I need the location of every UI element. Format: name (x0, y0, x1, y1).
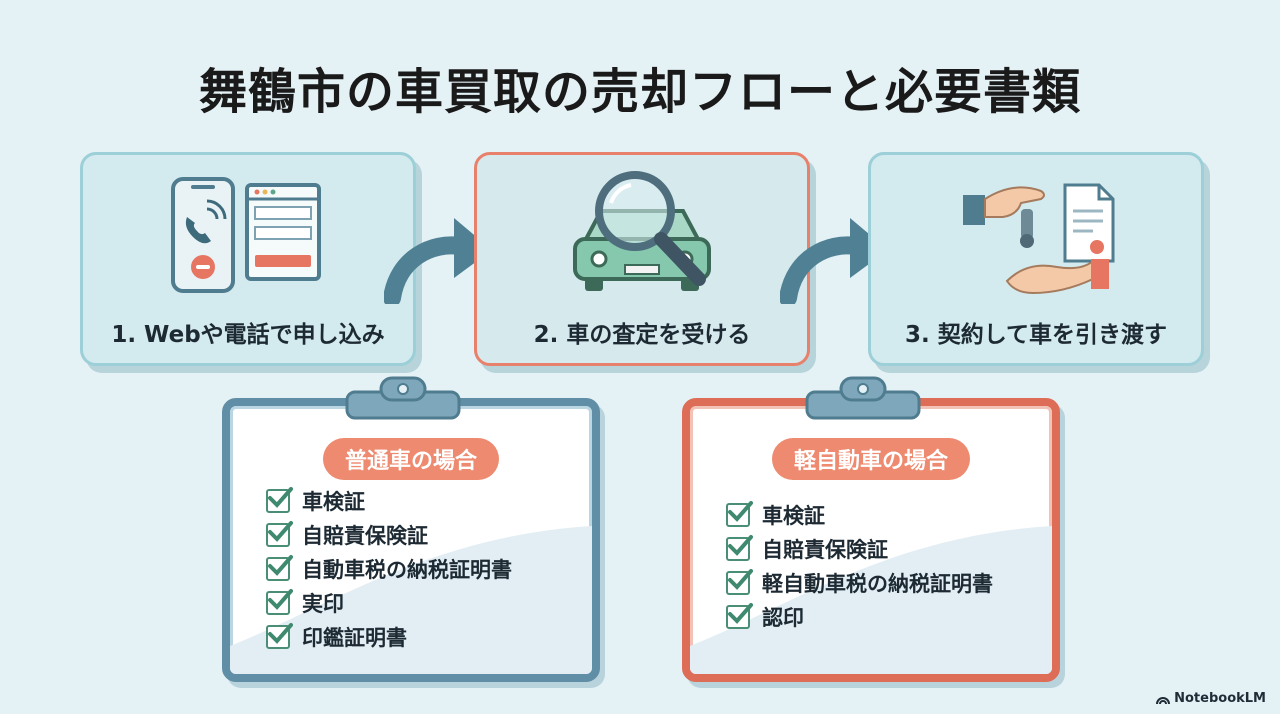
list-item: 自賠責保険証 (726, 532, 993, 566)
list-item: 自動車税の納税証明書 (266, 552, 512, 586)
list-item: 印鑑証明書 (266, 620, 512, 654)
list-item: 認印 (726, 600, 993, 634)
notebooklm-watermark: NotebookLM (1156, 691, 1266, 706)
key-handover-contract-icon (963, 183, 1115, 295)
step-card-3: 3. 契約して車を引き渡す (868, 152, 1204, 366)
checklist-board-kei-car: 軽自動車の場合 車検証 自賠責保険証 軽自動車税の納税証明書 認印 (682, 398, 1060, 682)
list-item-text: 自賠責保険証 (762, 538, 888, 562)
flow-arrow-icon (384, 218, 492, 304)
clipboard-clip-icon (805, 376, 921, 420)
car-inspection-magnifier-icon (573, 171, 711, 291)
notebooklm-logo-icon (1156, 696, 1171, 704)
board-wave-decoration (690, 526, 1052, 674)
phone-and-web-form-icon (171, 177, 321, 293)
board-heading-kei-car: 軽自動車の場合 (771, 438, 971, 480)
page-title: 舞鶴市の車買取の売却フローと必要書類 (198, 64, 1081, 120)
step-card-2: 2. 車の査定を受ける (474, 152, 810, 366)
board-wave-decoration (230, 526, 592, 674)
checkbox-checked-icon (726, 569, 753, 595)
checkbox-checked-icon (266, 623, 293, 649)
list-item: 実印 (266, 586, 512, 620)
list-item-text: 車検証 (762, 504, 825, 528)
list-item-text: 車検証 (302, 490, 365, 514)
list-item-text: 印鑑証明書 (302, 626, 407, 650)
step-label-1: 1. Webや電話で申し込み (111, 322, 385, 348)
list-item: 自賠責保険証 (266, 518, 512, 552)
list-item: 車検証 (726, 498, 993, 532)
checkbox-checked-icon (266, 589, 293, 615)
checkbox-checked-icon (266, 521, 293, 547)
clipboard-clip-icon (345, 376, 461, 420)
checkbox-checked-icon (726, 603, 753, 629)
checkbox-checked-icon (266, 487, 293, 513)
checkbox-checked-icon (726, 535, 753, 561)
list-item: 軽自動車税の納税証明書 (726, 566, 993, 600)
required-documents-list: 車検証 自賠責保険証 自動車税の納税証明書 実印 印鑑証明書 (266, 484, 512, 654)
required-documents-list: 車検証 自賠責保険証 軽自動車税の納税証明書 認印 (726, 498, 993, 634)
checkbox-checked-icon (266, 555, 293, 581)
list-item-text: 自動車税の納税証明書 (302, 558, 512, 582)
step-card-1: 1. Webや電話で申し込み (80, 152, 416, 366)
board-heading-standard-car: 普通車の場合 (322, 438, 500, 480)
list-item: 車検証 (266, 484, 512, 518)
list-item-text: 軽自動車税の納税証明書 (762, 572, 993, 596)
checklist-board-standard-car: 普通車の場合 車検証 自賠責保険証 自動車税の納税証明書 実印 印鑑証明書 (222, 398, 600, 682)
list-item-text: 実印 (302, 592, 344, 616)
checkbox-checked-icon (726, 501, 753, 527)
brand-name: NotebookLM (1174, 691, 1266, 706)
list-item-text: 認印 (762, 606, 804, 630)
step-label-2: 2. 車の査定を受ける (533, 322, 751, 348)
list-item-text: 自賠責保険証 (302, 524, 428, 548)
step-label-3: 3. 契約して車を引き渡す (904, 322, 1168, 348)
